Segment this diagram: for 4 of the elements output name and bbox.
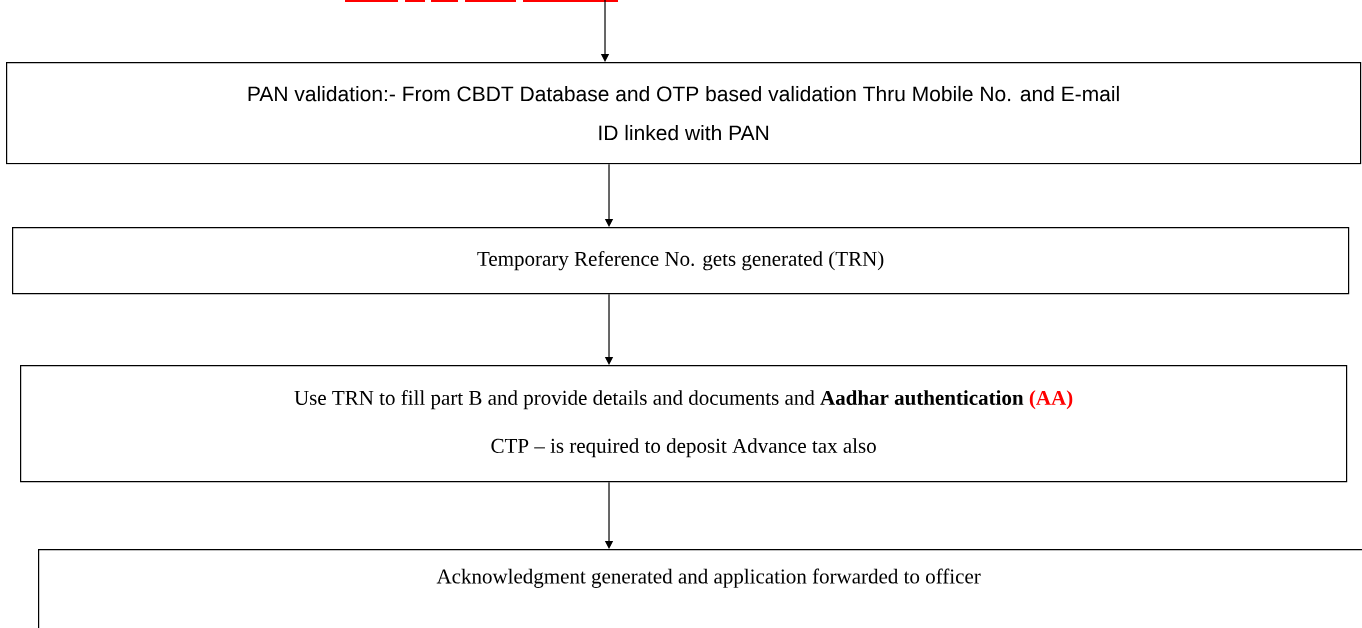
process-box: Use TRN to fill part B and provide details and documents and Aadhar authentication (AA) CTP – is required to deposit Advance tax also: [20, 365, 1348, 483]
process-box: Acknowledgment generated and application forwarded to officer: [38, 549, 1362, 628]
process-box: PAN validation:- From CBDT Database and OTP based validation Thru Mobile No. and E-mail ID linked with PAN: [6, 62, 1362, 165]
process-box: Temporary Reference No. gets generated (TRN): [12, 227, 1350, 295]
